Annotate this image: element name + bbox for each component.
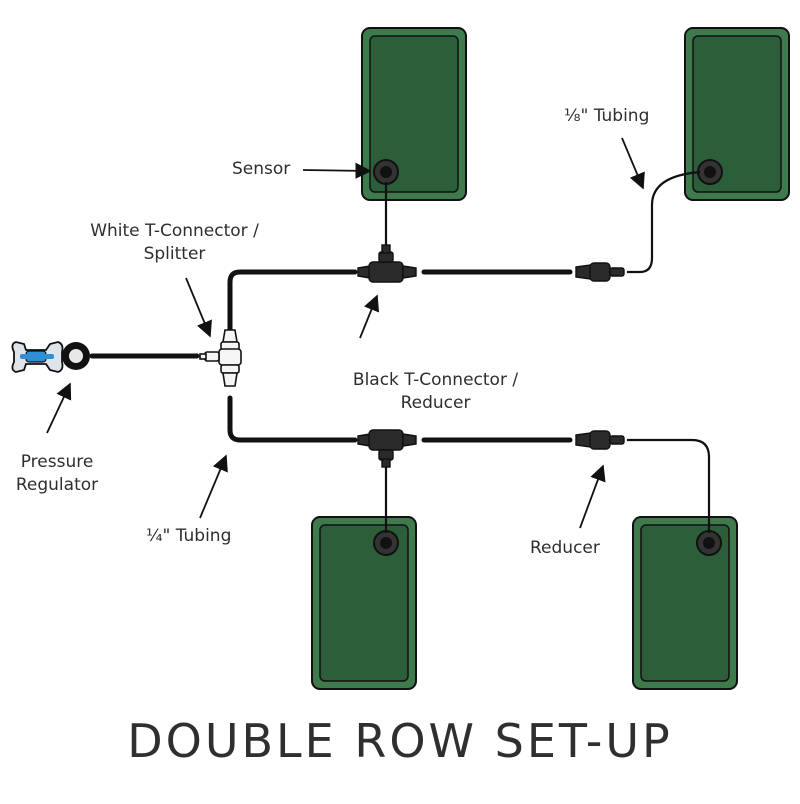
label-white-t-line2: Splitter [143, 244, 206, 264]
black-t-connector-top [357, 244, 417, 283]
label-pressure-line1: Pressure [20, 452, 94, 472]
sensor-bottom-left [373, 530, 399, 556]
tray-top-right [684, 27, 790, 201]
diagram-title: DOUBLE ROW SET-UP [127, 714, 673, 768]
reducer-bottom [575, 430, 625, 450]
tray-bottom-left [311, 516, 417, 690]
tray-top-left [361, 27, 467, 201]
label-reducer: Reducer [530, 538, 600, 558]
label-white-t-line1: White T-Connector / [90, 221, 259, 241]
arrow-quarter-tubing [199, 454, 228, 519]
arrow-sensor [302, 162, 372, 179]
label-pressure-regulator: Pressure Regulator [2, 451, 112, 497]
arrow-reducer [579, 464, 606, 529]
label-black-t-line1: Black T-Connector / [352, 370, 519, 390]
arrow-pressure [46, 382, 72, 434]
tray-bottom-right [632, 516, 738, 690]
label-eighth-tubing: ⅛" Tubing [564, 106, 650, 126]
sensor-top-right [697, 159, 723, 185]
label-quarter-tubing: ¼" Tubing [146, 526, 232, 546]
sensor-bottom-right [696, 530, 722, 556]
pressure-regulator [11, 341, 90, 373]
eighth-inch-tubing [384, 170, 711, 533]
sensor-top-left [373, 159, 399, 185]
quarter-inch-tubing [89, 269, 573, 443]
arrow-white-t [185, 277, 212, 338]
label-black-t-connector: Black T-Connector / Reducer [333, 369, 538, 415]
reducer-top [575, 262, 625, 282]
label-white-t-connector: White T-Connector / Splitter [72, 220, 277, 266]
arrow-black-t [359, 294, 380, 339]
white-t-connector [199, 329, 242, 387]
black-t-connector-bottom [357, 429, 417, 468]
arrow-eighth-tubing [621, 137, 645, 190]
label-sensor: Sensor [232, 159, 291, 179]
label-pressure-line2: Regulator [15, 475, 99, 495]
label-black-t-line2: Reducer [400, 393, 471, 413]
label-arrows [46, 137, 645, 529]
